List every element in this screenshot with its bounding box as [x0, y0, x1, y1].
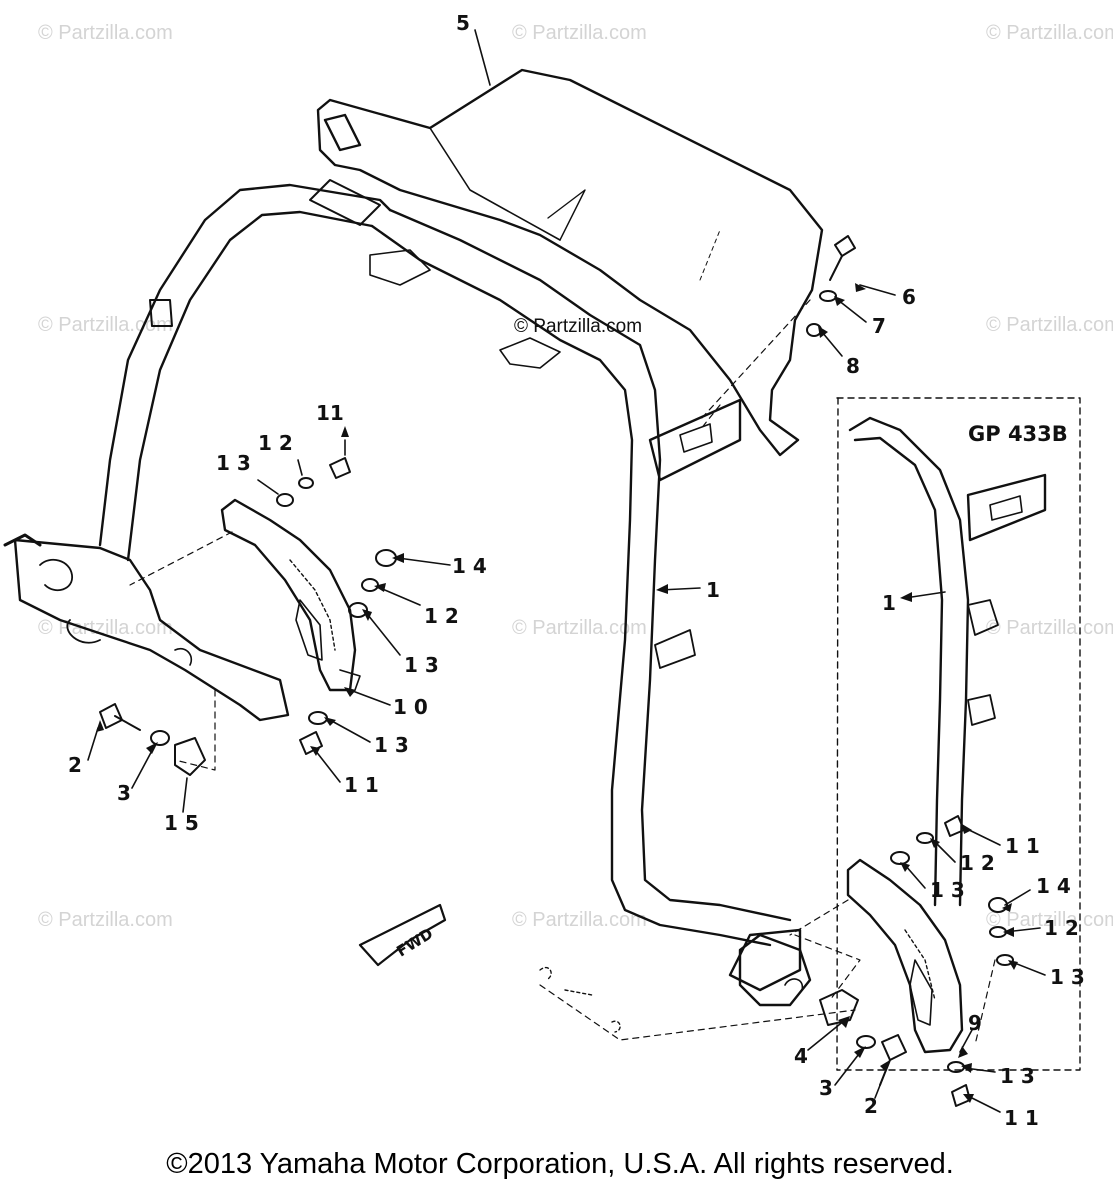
left-sector-bracket: [220, 498, 357, 692]
callout-2: 2: [864, 1094, 878, 1118]
copyright-notice: ©2013 Yamaha Motor Corporation, U.S.A. A…: [166, 1148, 954, 1180]
callout-13: 1 3: [404, 653, 439, 677]
callout-9: 9: [968, 1011, 982, 1035]
right-sector-bracket: [846, 858, 964, 1054]
callout-15: 1 5: [164, 811, 199, 835]
callout-4: 4: [794, 1044, 808, 1068]
watermark: © Partzilla.com: [38, 314, 173, 336]
callout-3: 3: [819, 1076, 833, 1100]
callout-12: 1 2: [1044, 916, 1079, 940]
callout-10: 1 0: [393, 695, 428, 719]
callout-8: 8: [846, 354, 860, 378]
inset-label: GP 433B: [968, 422, 1068, 446]
exploded-view-drawing: 5 6 7 8 1 1 11 1 2 1 3 1 4 1 2 1 3 1 0 1…: [3, 11, 1085, 1130]
callout-14: 1 4: [452, 554, 487, 578]
callout-11: 1 1: [344, 773, 379, 797]
callout-11: 1 1: [1005, 834, 1040, 858]
callout-2: 2: [68, 753, 82, 777]
fwd-label: FWD: [393, 924, 436, 960]
center-watermark: © Partzilla.com: [514, 316, 643, 337]
callout-12: 1 2: [960, 851, 995, 875]
watermark: © Partzilla.com: [986, 617, 1113, 639]
watermark: © Partzilla.com: [38, 22, 173, 44]
callout-13: 1 3: [216, 451, 251, 475]
inset-frame: [836, 397, 1081, 1071]
watermark: © Partzilla.com: [986, 22, 1113, 44]
main-frame-bar: [98, 183, 392, 562]
callout-1-inset: 1: [882, 591, 896, 615]
callout-14: 1 4: [1036, 874, 1071, 898]
cover-panel: [316, 68, 824, 457]
watermark: © Partzilla.com: [986, 314, 1113, 336]
watermark: © Partzilla.com: [512, 22, 647, 44]
callout-3: 3: [117, 781, 131, 805]
callout-12: 1 2: [258, 431, 293, 455]
callout-13: 1 3: [1000, 1064, 1035, 1088]
callout-12: 1 2: [424, 604, 459, 628]
watermark: © Partzilla.com: [512, 617, 647, 639]
callout-13: 1 3: [374, 733, 409, 757]
callout-6: 6: [902, 285, 916, 309]
callout-11: 11: [316, 401, 344, 425]
watermark: © Partzilla.com: [512, 909, 647, 931]
watermark: © Partzilla.com: [38, 617, 173, 639]
callout-11: 1 1: [1004, 1106, 1039, 1130]
fwd-arrow: [358, 903, 447, 967]
callout-5: 5: [456, 11, 470, 35]
inset-bar: [848, 416, 970, 907]
callout-1-main: 1: [706, 578, 720, 602]
watermark: © Partzilla.com: [986, 909, 1113, 931]
callout-7: 7: [872, 314, 886, 338]
watermark: © Partzilla.com: [38, 909, 173, 931]
callout-13: 1 3: [930, 878, 965, 902]
callout-13: 1 3: [1050, 965, 1085, 989]
